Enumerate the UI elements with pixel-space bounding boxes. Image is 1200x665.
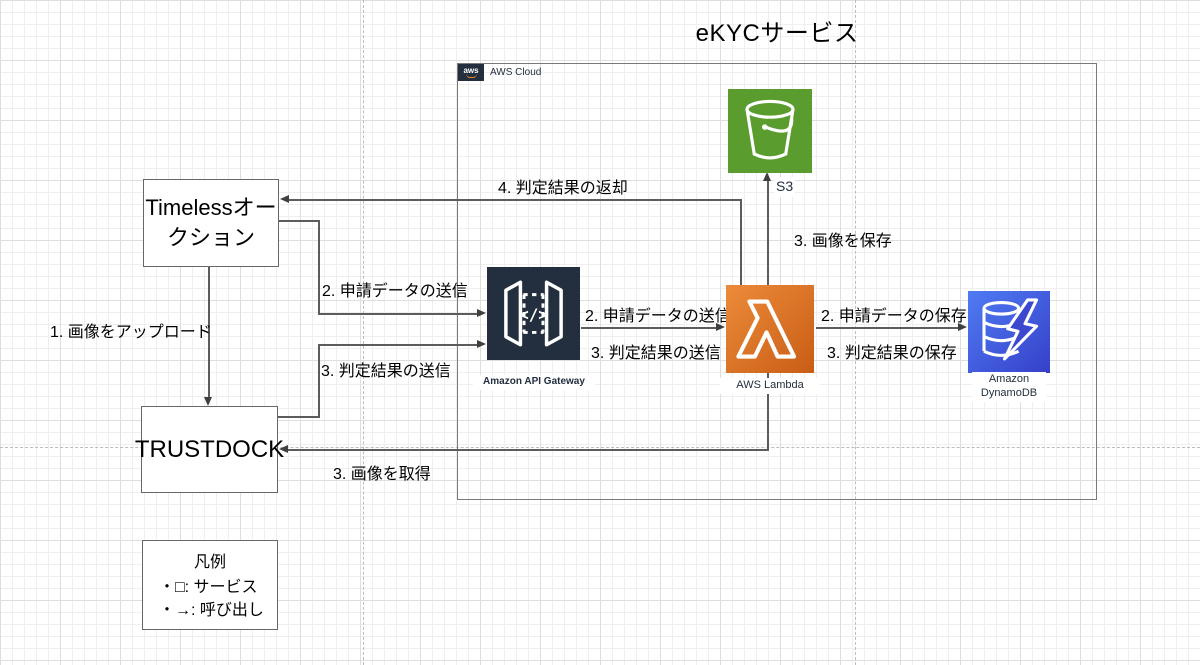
edge-upload-image-arrowhead xyxy=(204,397,212,406)
node-timeless-auction: Timelessオークション xyxy=(143,179,279,267)
api-gateway-caption: Amazon API Gateway xyxy=(473,375,595,390)
edge-label-save-result: 3. 判定結果の保存 xyxy=(827,345,957,362)
s3-caption: S3 xyxy=(774,177,796,197)
lambda-icon xyxy=(726,285,814,373)
edge-get-image-line1 xyxy=(767,372,769,451)
dynamodb-icon xyxy=(968,291,1050,373)
edge-label-send-request-gw: 2. 申請データの送信 xyxy=(322,283,468,300)
aws-smile-icon xyxy=(465,74,477,78)
aws-logo-icon: aws xyxy=(458,64,484,81)
edge-send-result-gw-line3 xyxy=(318,344,478,346)
edge-label-save-request: 2. 申請データの保存 xyxy=(821,308,967,325)
edge-save-request-arrowhead xyxy=(958,323,967,331)
edge-send-request-gw-line3 xyxy=(318,313,478,315)
edge-send-request-gw-line2 xyxy=(318,220,320,315)
legend-box: 凡例 ・□: サービス ・→: 呼び出し xyxy=(142,540,278,630)
aws-cloud-header: aws AWS Cloud xyxy=(458,64,541,81)
edge-label-get-image: 3. 画像を取得 xyxy=(333,466,431,483)
node-timeless-auction-label: Timelessオークション xyxy=(145,195,277,250)
dynamodb-caption: Amazon DynamoDB xyxy=(972,372,1046,402)
page-guide-vertical-left xyxy=(363,0,364,665)
edge-send-request-gw-line1 xyxy=(278,220,320,222)
edge-send-request-gw-arrowhead xyxy=(477,309,486,317)
legend-item-call: ・→: 呼び出し xyxy=(159,602,264,619)
edge-label-send-request-lambda: 2. 申請データの送信 xyxy=(585,308,731,325)
node-trustdock: TRUSTDOCK xyxy=(135,406,284,493)
aws-cloud-label: AWS Cloud xyxy=(490,67,542,78)
edge-label-send-result-lambda: 3. 判定結果の送信 xyxy=(591,345,721,362)
s3-bucket-icon xyxy=(728,89,812,173)
edge-send-result-gw-arrowhead xyxy=(477,340,486,348)
api-gateway-icon: </> xyxy=(487,267,580,360)
edge-send-request-lambda-line xyxy=(581,327,717,329)
edge-save-image-arrowhead xyxy=(763,172,771,181)
node-trustdock-label: TRUSTDOCK xyxy=(134,435,285,463)
api-gateway-glyph: </> xyxy=(519,305,548,324)
aws-cloud-container: aws AWS Cloud xyxy=(457,63,1097,500)
edge-get-image-line2 xyxy=(288,449,769,451)
edge-save-request-line xyxy=(816,327,959,329)
edge-send-request-lambda-arrowhead xyxy=(716,323,725,331)
edge-upload-image-line xyxy=(208,266,210,398)
edge-get-image-arrowhead xyxy=(279,445,288,453)
edge-label-save-image: 3. 画像を保存 xyxy=(794,233,892,250)
edge-label-return-result: 4. 判定結果の返却 xyxy=(498,180,628,197)
edge-label-send-result-gw: 3. 判定結果の送信 xyxy=(321,363,451,380)
aws-logo-text: aws xyxy=(463,66,479,75)
lambda-caption: AWS Lambda xyxy=(720,378,820,394)
edge-return-result-line2 xyxy=(286,199,742,201)
legend-title: 凡例 xyxy=(193,553,226,571)
edge-save-image-line xyxy=(767,181,769,286)
legend-item-service: ・□: サービス xyxy=(159,578,258,596)
diagram-title: eKYCサービス xyxy=(695,20,859,47)
edge-send-result-gw-line2 xyxy=(318,344,320,418)
edge-return-result-line1 xyxy=(740,200,742,286)
edge-label-upload-image: 1. 画像をアップロード xyxy=(50,324,212,341)
edge-return-result-arrowhead xyxy=(280,195,289,203)
edge-send-result-gw-line1 xyxy=(278,416,320,418)
